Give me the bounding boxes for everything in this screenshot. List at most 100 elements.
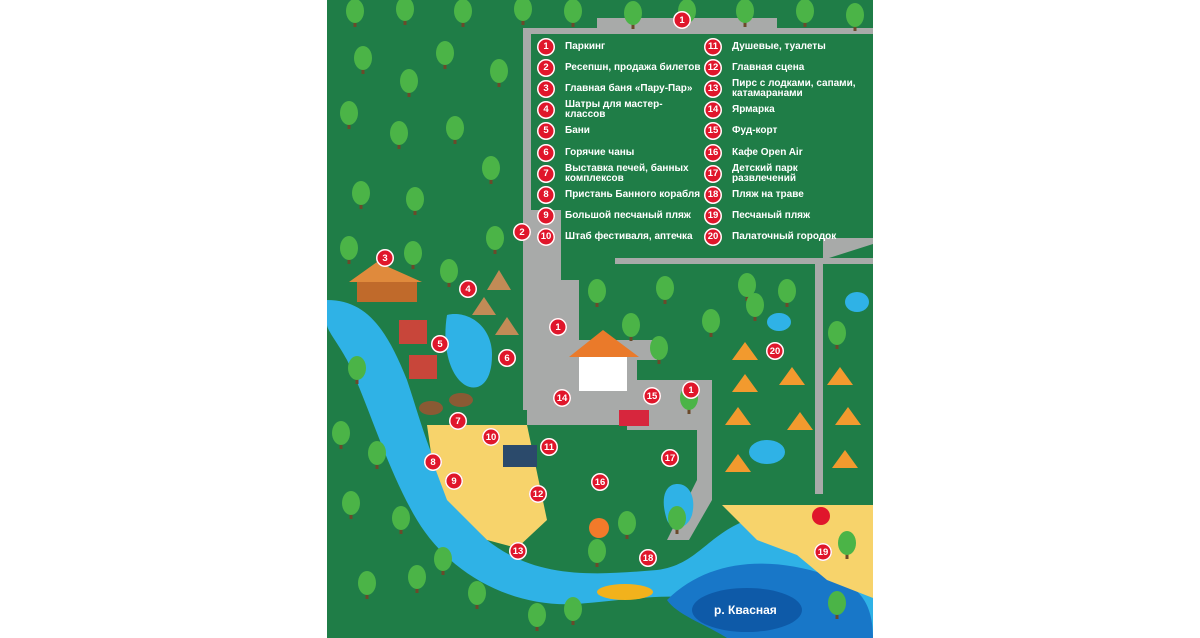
tree-icon <box>436 41 454 69</box>
legend-label: Душевые, туалеты <box>732 40 826 52</box>
map-marker[interactable]: 10 <box>482 428 500 446</box>
main-bath-house <box>349 262 422 302</box>
hot-tubs <box>419 393 473 415</box>
legend-number-badge: 20 <box>704 228 722 247</box>
road-right-vertical <box>815 262 823 494</box>
tree-icon <box>454 0 472 27</box>
legend-number-badge: 14 <box>704 101 722 120</box>
food-truck <box>619 410 649 426</box>
map-marker[interactable]: 17 <box>661 449 679 467</box>
legend-label: Кафе Open Air <box>732 146 803 158</box>
legend-number-badge: 17 <box>704 164 722 183</box>
tree-icon <box>342 491 360 519</box>
legend-label: Выставка печей, банных комплексов <box>565 162 689 184</box>
map-marker[interactable]: 18 <box>639 549 657 567</box>
central-pavilion <box>569 330 639 391</box>
tree-icon <box>400 69 418 97</box>
map-marker[interactable]: 5 <box>431 335 449 353</box>
map-marker[interactable]: 3 <box>376 249 394 267</box>
legend-number-badge: 7 <box>537 164 555 183</box>
legend-label: Большой песчаный пляж <box>565 210 691 222</box>
river <box>327 300 873 638</box>
tree-icon <box>352 181 370 209</box>
legend-number-badge: 2 <box>537 58 555 77</box>
legend-item: 14 Ярмарка <box>704 100 864 121</box>
legend-number-badge: 15 <box>704 122 722 141</box>
legend-label: Детский парк развлечений <box>732 162 798 184</box>
map-marker[interactable]: 2 <box>513 223 531 241</box>
tree-icon <box>482 156 500 184</box>
map-marker[interactable]: 16 <box>591 473 609 491</box>
map-marker[interactable]: 19 <box>814 543 832 561</box>
legend-item: 7 Выставка печей, банных комплексов <box>537 163 702 184</box>
tree-icon <box>838 531 856 559</box>
legend-label: Фуд-корт <box>732 125 778 137</box>
legend-number-badge: 4 <box>537 101 555 120</box>
tree-icon <box>746 293 764 321</box>
road-main <box>523 210 579 410</box>
road-top <box>523 28 873 34</box>
tree-icon <box>622 313 640 341</box>
legend-number-badge: 1 <box>537 37 555 56</box>
map-marker[interactable]: 12 <box>529 485 547 503</box>
map-marker[interactable]: 1 <box>682 381 700 399</box>
map-marker[interactable]: 13 <box>509 542 527 560</box>
legend-number-badge: 8 <box>537 185 555 204</box>
tree-icon <box>406 187 424 215</box>
map-marker[interactable]: 11 <box>540 438 558 456</box>
tree-icon <box>564 0 582 27</box>
map-graphics <box>327 0 873 638</box>
map-marker[interactable]: 6 <box>498 349 516 367</box>
map-marker[interactable]: 15 <box>643 387 661 405</box>
tree-icon <box>796 0 814 27</box>
legend-item: 11 Душевые, туалеты <box>704 36 864 57</box>
tree-icon <box>446 116 464 144</box>
tree-icon <box>434 547 452 575</box>
tree-icon <box>486 226 504 254</box>
tree-icon <box>348 356 366 384</box>
tree-icon <box>340 101 358 129</box>
map-marker[interactable]: 20 <box>766 342 784 360</box>
map-marker[interactable]: 4 <box>459 280 477 298</box>
tree-icon <box>668 506 686 534</box>
map-marker[interactable]: 1 <box>673 11 691 29</box>
pond-left <box>445 314 492 388</box>
map-marker[interactable]: 8 <box>424 453 442 471</box>
legend-item: 17 Детский парк развлечений <box>704 163 864 184</box>
river-label: р. Квасная <box>714 603 777 617</box>
legend-label: Ярмарка <box>732 104 775 116</box>
tree-icon <box>588 539 606 567</box>
legend-label: Пристань Банного корабля <box>565 188 701 200</box>
tree-icon <box>778 279 796 307</box>
map-marker[interactable]: 9 <box>445 472 463 490</box>
tree-icon <box>828 321 846 349</box>
legend-label: Паркинг <box>565 40 606 52</box>
road-left-vertical <box>523 28 531 218</box>
map-marker[interactable]: 1 <box>549 318 567 336</box>
legend-number-badge: 5 <box>537 122 555 141</box>
legend-label: Горячие чаны <box>565 146 635 158</box>
tree-icon <box>656 276 674 304</box>
legend-number-badge: 10 <box>537 228 555 247</box>
raft <box>597 584 653 600</box>
legend-item: 1 Паркинг <box>537 36 702 57</box>
tree-icon <box>408 565 426 593</box>
map-marker[interactable]: 7 <box>449 412 467 430</box>
map-marker[interactable]: 14 <box>553 389 571 407</box>
tree-icon <box>468 581 486 609</box>
legend-number-badge: 11 <box>704 37 722 56</box>
tree-icon <box>828 591 846 619</box>
